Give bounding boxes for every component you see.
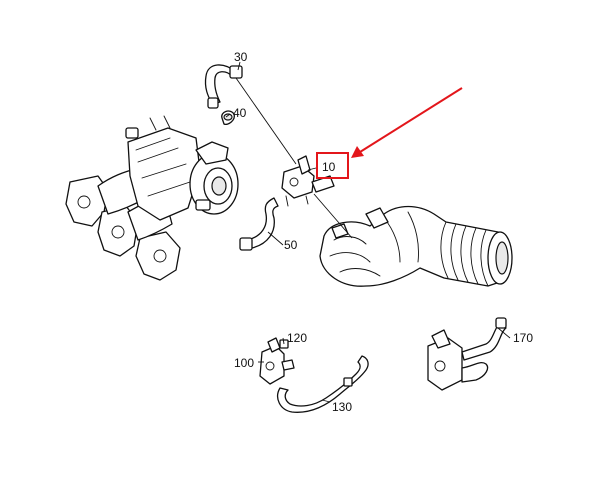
vacuum-hose-30 xyxy=(204,64,243,109)
highlight-arrow-shaft xyxy=(359,87,463,153)
callout-100: 100 xyxy=(234,356,254,370)
callout-120: 120 xyxy=(287,331,307,345)
callout-labels: 30 40 50 120 100 130 170 xyxy=(233,50,533,414)
highlight-arrowhead xyxy=(351,146,364,158)
highlight-part-10: 10 xyxy=(316,87,463,179)
pressure-converter-valve-10 xyxy=(281,155,335,207)
callout-130: 130 xyxy=(332,400,352,414)
callout-30: 30 xyxy=(234,50,248,64)
highlight-box xyxy=(316,152,349,179)
vacuum-hose-130 xyxy=(277,355,369,413)
valve-and-line-170 xyxy=(427,317,507,391)
intake-air-duct xyxy=(319,205,513,287)
callout-170: 170 xyxy=(513,331,533,345)
turbocharger-assembly xyxy=(65,115,239,281)
hose-clamp-40 xyxy=(221,110,235,126)
callout-40: 40 xyxy=(233,106,247,120)
leader-lines xyxy=(225,61,511,403)
solenoid-valve-100 xyxy=(259,337,295,385)
callout-10: 10 xyxy=(322,160,336,174)
callout-50: 50 xyxy=(284,238,298,252)
vacuum-hose-50 xyxy=(239,197,279,251)
